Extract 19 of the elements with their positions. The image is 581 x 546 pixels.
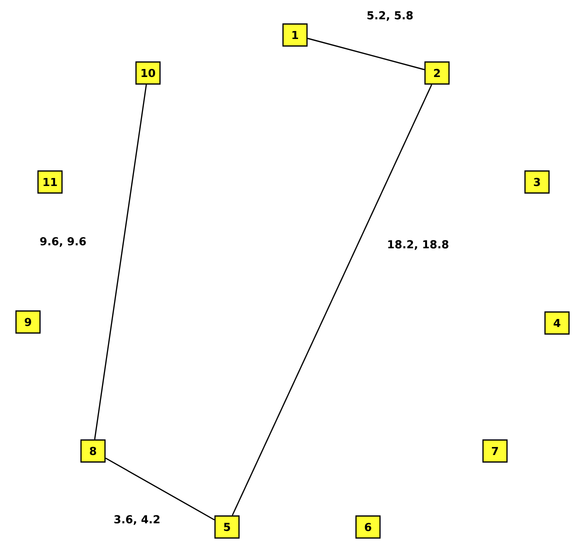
number-box: 3 [524,170,550,194]
number-box: 2 [424,61,450,85]
connector-line [94,84,147,440]
number-box: 5 [214,515,240,539]
number-box: 9 [15,310,41,334]
number-box: 1 [282,23,308,47]
edge-label: 5.2, 5.8 [366,10,414,22]
number-box: 11 [37,170,63,194]
edge-label: 18.2, 18.8 [386,239,450,251]
number-box: 6 [355,515,381,539]
edge-label: 9.6, 9.6 [38,236,88,248]
connector-line [105,458,215,520]
number-box: 8 [80,439,106,463]
number-box: 7 [482,439,508,463]
edge-label: 3.6, 4.2 [112,514,162,526]
connector-line [232,84,432,516]
number-box: 4 [544,311,570,335]
number-box: 10 [135,61,161,85]
connector-line [307,38,425,70]
